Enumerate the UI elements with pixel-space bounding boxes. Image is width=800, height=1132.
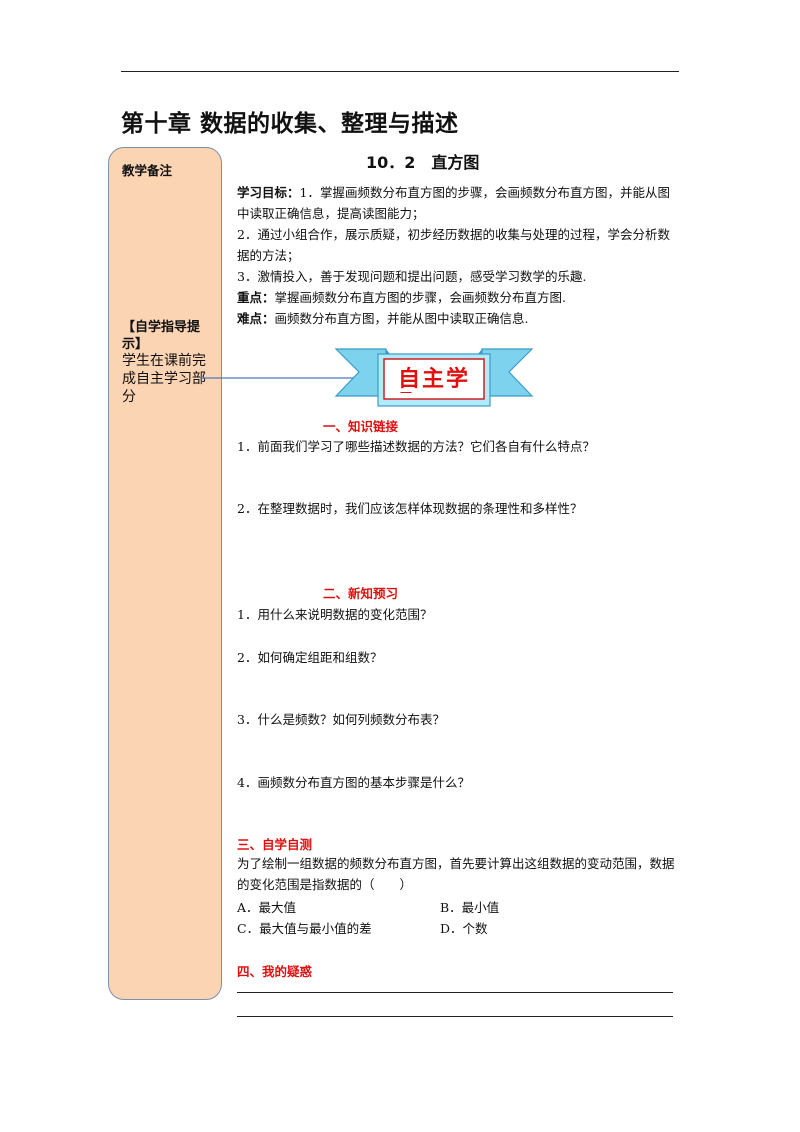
option-d: D．个数 xyxy=(440,921,488,936)
notes-sidebar xyxy=(108,147,222,1000)
section-title: 10．2 直方图 xyxy=(366,153,480,172)
key-point: 重点：掌握画频数分布直方图的步骤，会画频数分布直方图. xyxy=(237,287,681,308)
part2-heading: 二、新知预习 xyxy=(323,586,399,601)
objective-3: 3．激情投入，善于发现问题和提出问题，感受学习数学的乐趣. xyxy=(237,269,587,284)
chapter-title: 第十章 数据的收集、整理与描述 xyxy=(121,111,459,137)
difficulty-text: 画频数分布直方图，并能从图中读取正确信息. xyxy=(274,311,529,326)
part2-question-3: 3．什么是频数？如何列频数分布表？ xyxy=(237,712,445,727)
key-point-label: 重点： xyxy=(237,290,275,305)
part2-question-1: 1．用什么来说明数据的变化范围？ xyxy=(237,607,433,622)
sidebar-hint-heading: 【自学指导提示】 xyxy=(122,320,201,352)
part1-question-2: 2．在整理数据时，我们应该怎样体现数据的条理性和多样性？ xyxy=(237,501,583,516)
banner-text: 自主学 xyxy=(397,367,470,392)
banner-ribbon-graphic xyxy=(334,348,534,407)
sidebar-hint-text: 学生在课前完成自主学习部分 xyxy=(122,353,206,405)
header-rule xyxy=(121,71,679,72)
option-a: A．最大值 xyxy=(237,900,297,915)
part3-question: 为了绘制一组数据的频数分布直方图，首先要计算出这组数据的变动范围，数据的变化范围… xyxy=(237,856,675,892)
banner-suffix: 一 xyxy=(400,386,413,400)
part3-heading: 三、自学自测 xyxy=(237,837,313,852)
part4-heading: 四、我的疑惑 xyxy=(237,964,313,979)
learning-objectives: 学习目标：1．掌握画频数分布直方图的步骤，会画频数分布直方图，并能从图中读取正确… xyxy=(237,182,681,224)
answer-line-1 xyxy=(237,992,673,993)
objective-1: 1．掌握画频数分布直方图的步骤，会画频数分布直方图，并能从图中读取正确信息，提高… xyxy=(237,185,670,221)
option-c: C．最大值与最小值的差 xyxy=(237,921,372,936)
sidebar-title: 教学备注 xyxy=(122,163,173,178)
key-point-text: 掌握画频数分布直方图的步骤，会画频数分布直方图. xyxy=(274,290,566,305)
objective-2: 2．通过小组合作，展示质疑，初步经历数据的收集与处理的过程，学会分析数据的方法； xyxy=(237,227,670,263)
objectives-label: 学习目标： xyxy=(237,185,300,200)
self-study-banner: 自主学 一 xyxy=(334,344,534,414)
option-b: B．最小值 xyxy=(440,900,500,915)
part2-question-4: 4．画频数分布直方图的基本步骤是什么？ xyxy=(237,775,470,790)
difficulty-label: 难点： xyxy=(237,311,275,326)
part1-heading: 一、知识链接 xyxy=(323,419,399,434)
part1-question-1: 1．前面我们学习了哪些描述数据的方法？它们各自有什么特点？ xyxy=(237,439,595,454)
part2-question-2: 2．如何确定组距和组数？ xyxy=(237,650,383,665)
difficulty: 难点：画频数分布直方图，并能从图中读取正确信息. xyxy=(237,308,681,329)
answer-line-2 xyxy=(237,1016,673,1017)
